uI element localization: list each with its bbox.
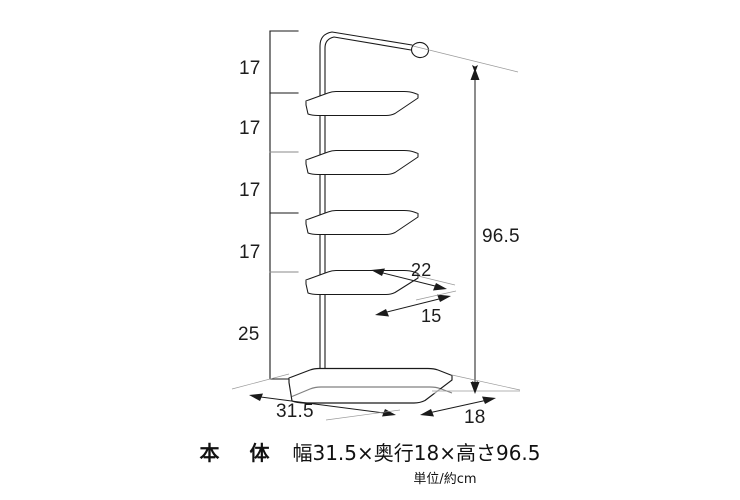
dim-label-base-depth: 18 [464,407,486,428]
dim-label-gap-2: 17 [239,118,261,139]
arrow-15-left [375,309,389,317]
rack-frame [319,31,430,373]
base-inner-edge [291,386,453,398]
dim-base-width-31-5 [231,373,401,421]
shelf-3 [305,209,419,236]
arrow-down-96-5 [470,382,480,394]
shelf-4 [305,269,419,296]
arrow-22-right [433,283,447,291]
leader-18-top [451,374,521,391]
arrow-22-left [371,268,385,276]
shelf-2 [305,149,419,176]
dimension-ladder [269,30,299,380]
leader-22 [417,275,456,286]
dim-label-gap-4: 17 [239,242,261,263]
shelf-group [305,90,419,296]
arrow-up-96-5 [470,68,480,80]
hook-bar-inner [324,36,412,63]
dim-label-bottom-gap: 25 [238,324,260,345]
dim-label-total-height: 96.5 [482,226,520,247]
arrow-31-5-right [382,409,396,417]
dim-label-shelf-width: 15 [421,306,442,326]
dim-shelf-depth-22 [371,268,456,291]
shelf-1 [305,90,419,117]
dim-total-height [412,45,520,394]
leader-top [412,45,519,73]
caption-unit: 単位/約cm [413,472,477,487]
caption-row: 本 体幅31.5×奥行18×高さ96.5 [0,437,740,466]
leader-31-5-left [231,373,290,390]
caption-spec: 幅31.5×奥行18×高さ96.5 [292,441,541,465]
caption-title: 本 体 [199,441,275,465]
leader-15 [415,290,457,301]
hook-end-cap [410,41,430,59]
arrow-18-right [482,396,496,404]
dim-label-gap-3: 17 [239,180,261,201]
dim-line-31-5 [252,395,393,415]
dim-line-18 [423,398,493,415]
dim-label-base-width: 31.5 [276,401,314,422]
leader-31-5-right [325,409,401,421]
hook-bar-outer [319,31,413,61]
dim-line-15 [378,296,448,315]
dim-shelf-width-15 [375,290,457,317]
dim-base-depth-18 [420,374,521,417]
dim-label-gap-1: 17 [239,58,261,79]
dim-line-22 [374,270,444,289]
arrow-31-5-left [249,393,263,401]
dim-label-shelf-depth: 22 [411,260,432,280]
arrow-18-left [420,409,434,417]
base-plate [288,367,453,404]
arrow-15-right [437,294,451,302]
